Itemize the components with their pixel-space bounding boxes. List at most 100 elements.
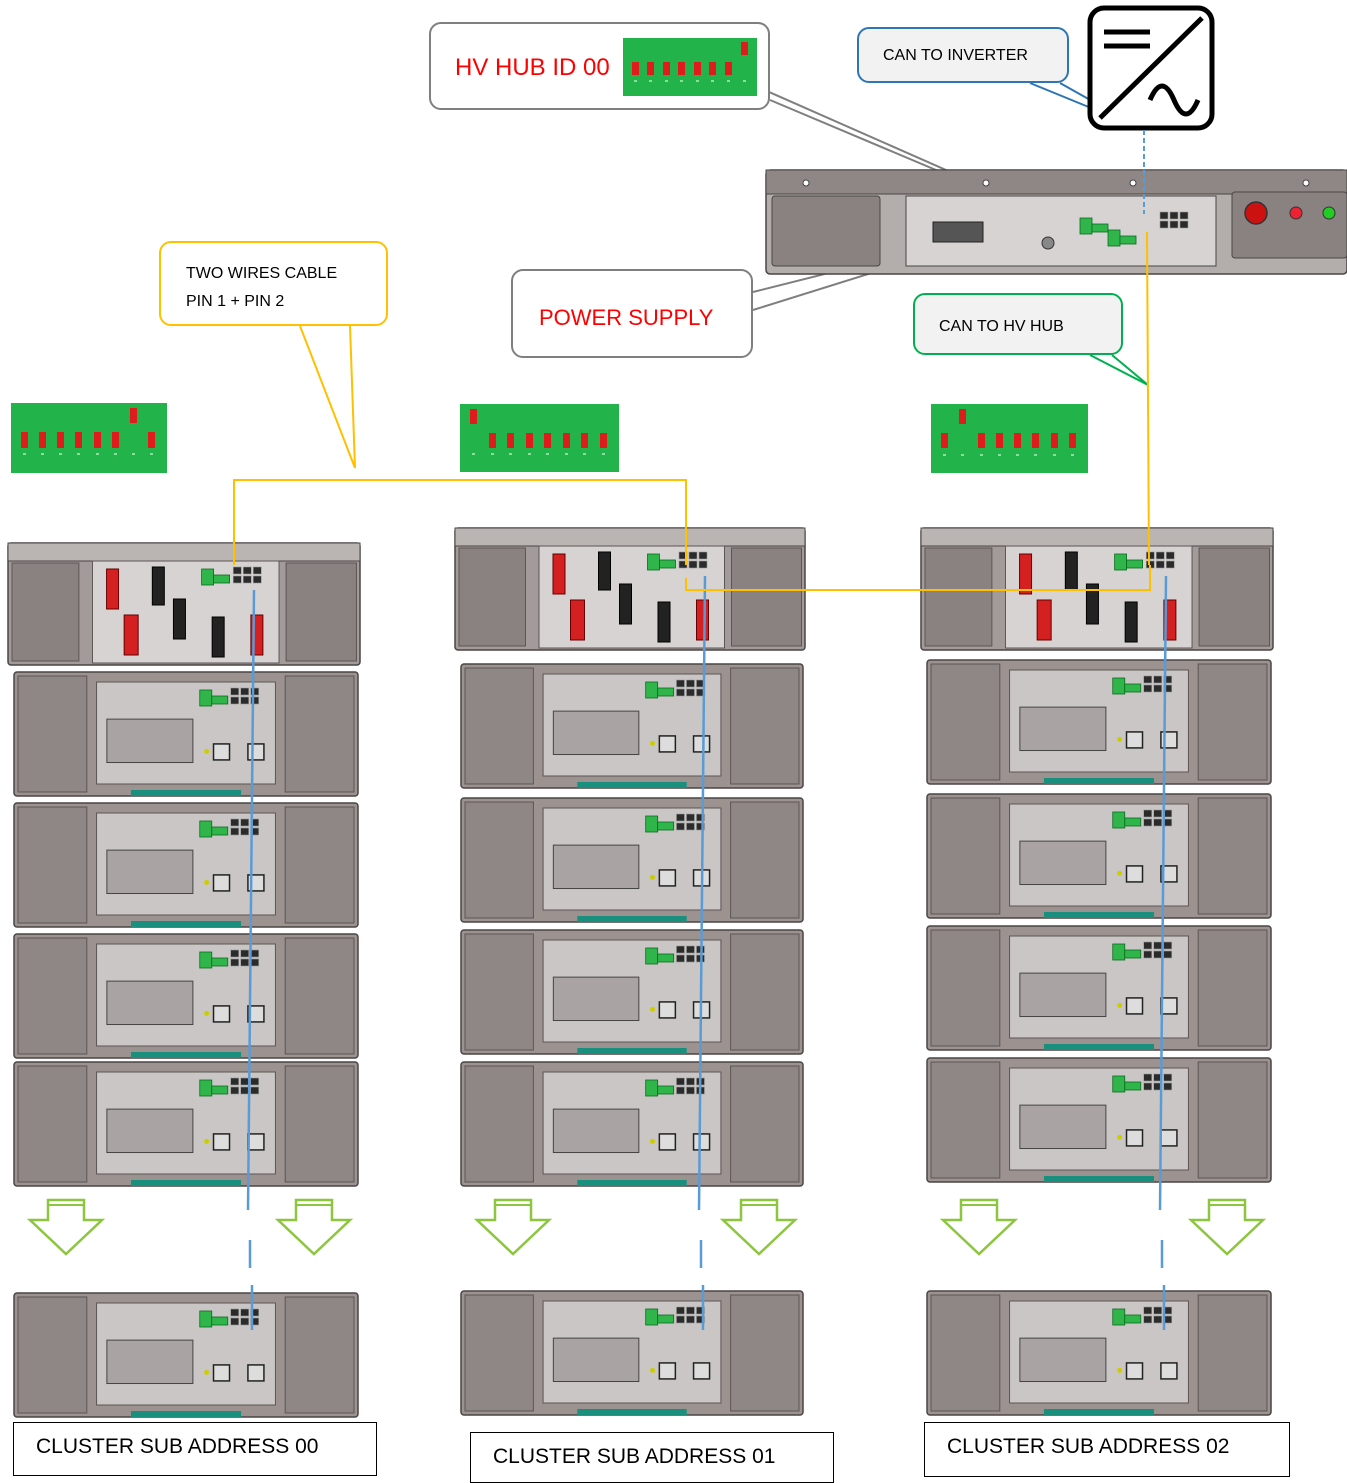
rj45-port-icon bbox=[1155, 560, 1165, 569]
rj45-port-icon bbox=[686, 1086, 695, 1095]
dip-switch-off bbox=[525, 432, 533, 448]
rj45-port-icon bbox=[240, 1308, 250, 1317]
connector-icon bbox=[658, 1133, 677, 1151]
battery-stack-1 bbox=[454, 527, 806, 1416]
connector-icon bbox=[1064, 551, 1078, 591]
rj45-port-icon bbox=[1153, 675, 1163, 684]
rj45-port-icon bbox=[1169, 220, 1179, 229]
connector-icon bbox=[201, 568, 215, 586]
two-wires-line-2: PIN 1 + PIN 2 bbox=[186, 293, 285, 310]
down-arrow-icon bbox=[274, 1198, 354, 1256]
connector-icon bbox=[657, 687, 675, 697]
connector-icon bbox=[658, 735, 677, 753]
dip-switch-off bbox=[1068, 432, 1076, 449]
module-handle bbox=[577, 1409, 687, 1415]
module-led bbox=[204, 1369, 210, 1375]
dip-switch-marker bbox=[649, 79, 653, 82]
connector-icon bbox=[1112, 1308, 1126, 1326]
dip-switch-marker bbox=[149, 453, 153, 456]
rj45-port-icon bbox=[250, 696, 260, 705]
dip-switch-off bbox=[93, 432, 101, 448]
rj45-port-icon bbox=[250, 1077, 260, 1086]
connector-icon bbox=[172, 598, 186, 640]
rj45-port-icon bbox=[1143, 675, 1153, 684]
connector-icon bbox=[570, 599, 585, 641]
module-led bbox=[1117, 1134, 1123, 1140]
dip-switch-marker bbox=[490, 452, 494, 455]
rj45-port-icon bbox=[696, 822, 705, 831]
connector-icon bbox=[212, 1133, 231, 1151]
module-handle bbox=[130, 1052, 242, 1058]
rj45-port-icon bbox=[250, 1317, 260, 1326]
connector-icon bbox=[247, 1133, 265, 1151]
connector-icon bbox=[1124, 601, 1138, 643]
connector-icon bbox=[657, 601, 671, 643]
hub-status-led-green bbox=[1322, 206, 1336, 220]
rj45-port-icon bbox=[1165, 551, 1175, 560]
rj45-port-icon bbox=[1143, 950, 1153, 959]
module-handle bbox=[1043, 1044, 1155, 1050]
dip-switch-marker bbox=[664, 79, 668, 82]
module-handle bbox=[577, 916, 687, 922]
connector-icon bbox=[1125, 865, 1144, 883]
dip-switch-marker bbox=[1034, 453, 1038, 456]
dip-switch-off bbox=[631, 62, 639, 76]
rj45-port-icon bbox=[1153, 809, 1163, 818]
dip-switch-marker bbox=[1070, 453, 1074, 456]
rj45-port-icon bbox=[252, 575, 262, 584]
power-terminal bbox=[932, 221, 984, 243]
two-wires-pointer bbox=[299, 325, 356, 469]
rj45-port-icon bbox=[1163, 675, 1173, 684]
side-cover-right bbox=[730, 1065, 800, 1183]
dip-switch-off bbox=[75, 432, 83, 448]
dip-switch-marker bbox=[564, 452, 568, 455]
rj45-port-icon bbox=[240, 949, 250, 958]
rj45-port-icon bbox=[1143, 809, 1153, 818]
connector-icon bbox=[645, 681, 659, 699]
power-supply-label: POWER SUPPLY bbox=[539, 305, 714, 330]
rj45-port-icon bbox=[1163, 1082, 1173, 1091]
dip-switch-marker bbox=[711, 79, 715, 82]
rj45-port-icon bbox=[240, 1077, 250, 1086]
module-display-window bbox=[1019, 840, 1107, 886]
module-handle bbox=[130, 1180, 242, 1186]
module-led bbox=[204, 879, 210, 885]
connector-icon bbox=[692, 735, 711, 753]
connector-icon bbox=[211, 957, 229, 967]
side-cover-left bbox=[930, 1294, 1001, 1412]
rj45-port-icon bbox=[688, 551, 698, 560]
dip-switch-off bbox=[599, 432, 607, 448]
dip-switch-marker bbox=[742, 79, 746, 82]
rj45-port-icon bbox=[1143, 818, 1153, 827]
connector-icon bbox=[1085, 583, 1099, 625]
connector-icon bbox=[1091, 223, 1109, 233]
connector-icon bbox=[1112, 1075, 1126, 1093]
side-cover-right bbox=[1197, 663, 1268, 781]
rj45-port-icon bbox=[242, 566, 252, 575]
dip-switch-off bbox=[662, 62, 670, 76]
side-cover-right bbox=[284, 806, 355, 924]
dip-switch-marker bbox=[527, 452, 531, 455]
down-arrow-icon bbox=[719, 1198, 799, 1256]
bms-left-cover bbox=[458, 547, 526, 647]
rj45-port-icon bbox=[676, 954, 685, 963]
rj45-port-icon bbox=[240, 958, 250, 967]
connector-icon bbox=[659, 559, 676, 569]
connector-icon bbox=[1125, 1129, 1144, 1147]
connector-icon bbox=[1124, 1081, 1142, 1091]
two-wires-pointer-2 bbox=[349, 325, 356, 469]
cluster-01-label: CLUSTER SUB ADDRESS 01 bbox=[470, 1432, 834, 1483]
dip-switch-off bbox=[647, 62, 655, 76]
side-cover-left bbox=[930, 1061, 1001, 1179]
hub-screw bbox=[802, 179, 810, 187]
rj45-port-icon bbox=[230, 818, 240, 827]
connector-icon bbox=[199, 820, 213, 838]
dip-switch-off bbox=[57, 432, 65, 448]
rj45-port-icon bbox=[252, 566, 262, 575]
dip-switch-marker bbox=[1052, 453, 1056, 456]
dip-switch-off bbox=[147, 432, 155, 448]
dip-switch-off bbox=[507, 432, 515, 448]
dip-switch-off bbox=[20, 432, 28, 448]
side-cover-left bbox=[464, 801, 534, 919]
